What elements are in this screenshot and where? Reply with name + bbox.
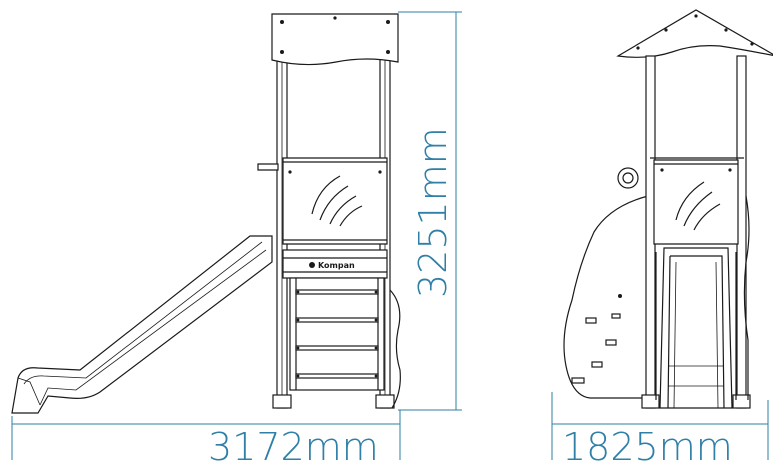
side-panel [650, 157, 744, 245]
front-view: Kompan [11, 13, 401, 414]
width-dimension-label: 1825mm [562, 425, 733, 465]
side-slide [659, 247, 733, 409]
side-view [563, 9, 773, 409]
roof-panel [271, 13, 399, 66]
slide [11, 235, 273, 414]
deck-band: Kompan [282, 249, 388, 279]
logo-text: Kompan [318, 261, 355, 270]
ladder [289, 277, 385, 391]
side-roof [616, 9, 773, 58]
front-panel [282, 157, 388, 245]
length-dimension-label: 3172mm [208, 425, 379, 465]
height-dimension-label: 3251mm [411, 127, 455, 298]
dimension-lines [11, 11, 769, 460]
climbing-wall [563, 195, 649, 399]
